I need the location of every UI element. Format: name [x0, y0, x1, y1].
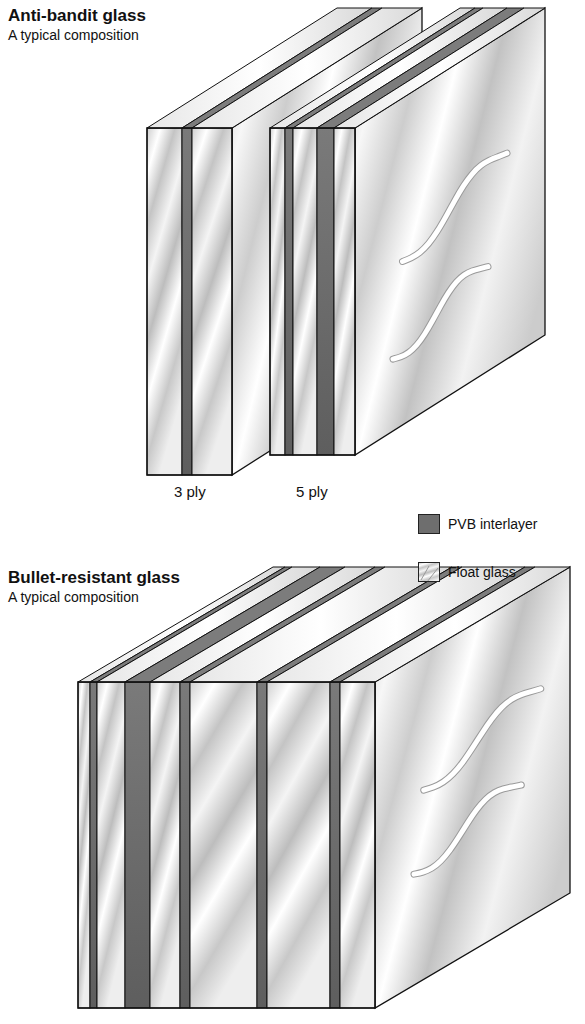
bullet-resistant-slab: [78, 567, 570, 1008]
glass-layer: [270, 128, 285, 455]
glass-sample: [419, 563, 440, 582]
pvb-layer: [125, 682, 150, 1008]
reflection: [414, 785, 521, 874]
glass-layer: [97, 682, 125, 1008]
section-subheading: A typical composition: [8, 27, 139, 43]
legend-entry: PVB interlayer: [418, 514, 537, 534]
section-heading: Bullet-resistant glass: [8, 568, 180, 588]
ply-label: 3 ply: [174, 483, 206, 500]
reflection-outline: [403, 153, 508, 261]
glass-layer: [340, 682, 375, 1008]
glass-layer: [147, 128, 182, 475]
legend-swatch: [418, 514, 440, 534]
glass-layer: [78, 682, 90, 1008]
five-ply-slab: [270, 8, 545, 455]
glass-layer-top: [293, 8, 507, 128]
legend-text: PVB interlayer: [448, 516, 537, 532]
ply-label: 5 ply: [296, 483, 328, 500]
pvb-layer: [285, 128, 293, 455]
pvb-layer-top: [330, 567, 535, 682]
glass-layer: [334, 128, 355, 455]
reflection-outline: [393, 267, 488, 360]
glass-layer-top: [340, 567, 570, 682]
section-heading: Anti-bandit glass: [8, 6, 146, 26]
slab-outline: [270, 128, 355, 455]
pvb-layer: [257, 682, 267, 1008]
section-subheading: A typical composition: [8, 589, 139, 605]
glass-layer: [190, 682, 257, 1008]
pvb-layer: [317, 128, 334, 455]
pvb-layer: [330, 682, 340, 1008]
glass-layer: [192, 128, 232, 475]
glass-layer: [150, 682, 180, 1008]
glass-layer: [267, 682, 330, 1008]
reflection-outline: [424, 689, 541, 790]
slab-outline: [147, 128, 232, 475]
glass-layer-top: [334, 8, 545, 128]
legend-text: Float glass: [448, 564, 516, 580]
glass-streak: [421, 566, 429, 580]
pvb-layer: [182, 128, 192, 475]
legend-entry: Float glass: [418, 562, 516, 582]
reflection: [393, 267, 488, 360]
pvb-layer: [180, 682, 190, 1008]
pvb-layer: [90, 682, 97, 1008]
glass-streak: [427, 568, 438, 582]
reflection: [424, 689, 541, 790]
reflection-outline: [414, 785, 521, 874]
float-glass-sample: [419, 563, 440, 582]
pvb-layer-top: [317, 8, 524, 128]
slab-outline: [78, 682, 375, 1008]
reflection: [403, 153, 508, 261]
float-glass-swatch: [418, 562, 440, 582]
glass-layer: [293, 128, 317, 455]
